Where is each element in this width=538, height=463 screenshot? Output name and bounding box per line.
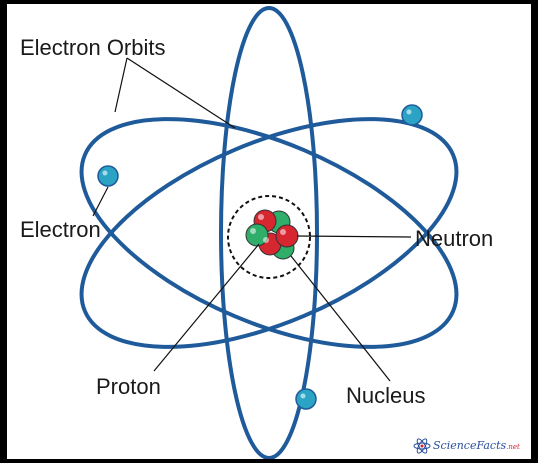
sciencefacts-logo-icon [414,438,430,455]
proton-leader [154,244,259,371]
watermark-text: ScienceFacts.net [433,440,520,451]
electron-particle [98,166,118,186]
nucleus [246,210,298,259]
proton-label: Proton [96,376,161,398]
electron-particle [296,389,316,409]
electron-label: Electron [20,219,101,241]
atom-diagram: Electron Orbits Electron Neutron Proton … [7,4,531,459]
electron-particle [402,105,422,125]
electron-orbits-leader [115,58,127,112]
electron-leader [93,187,108,216]
neutron-leader [297,236,411,237]
electron-orbits-label: Electron Orbits [20,37,166,59]
neutron-label: Neutron [415,228,493,250]
nucleus-leader [291,256,390,381]
nucleus-label: Nucleus [346,385,425,407]
proton-particle [276,225,298,247]
